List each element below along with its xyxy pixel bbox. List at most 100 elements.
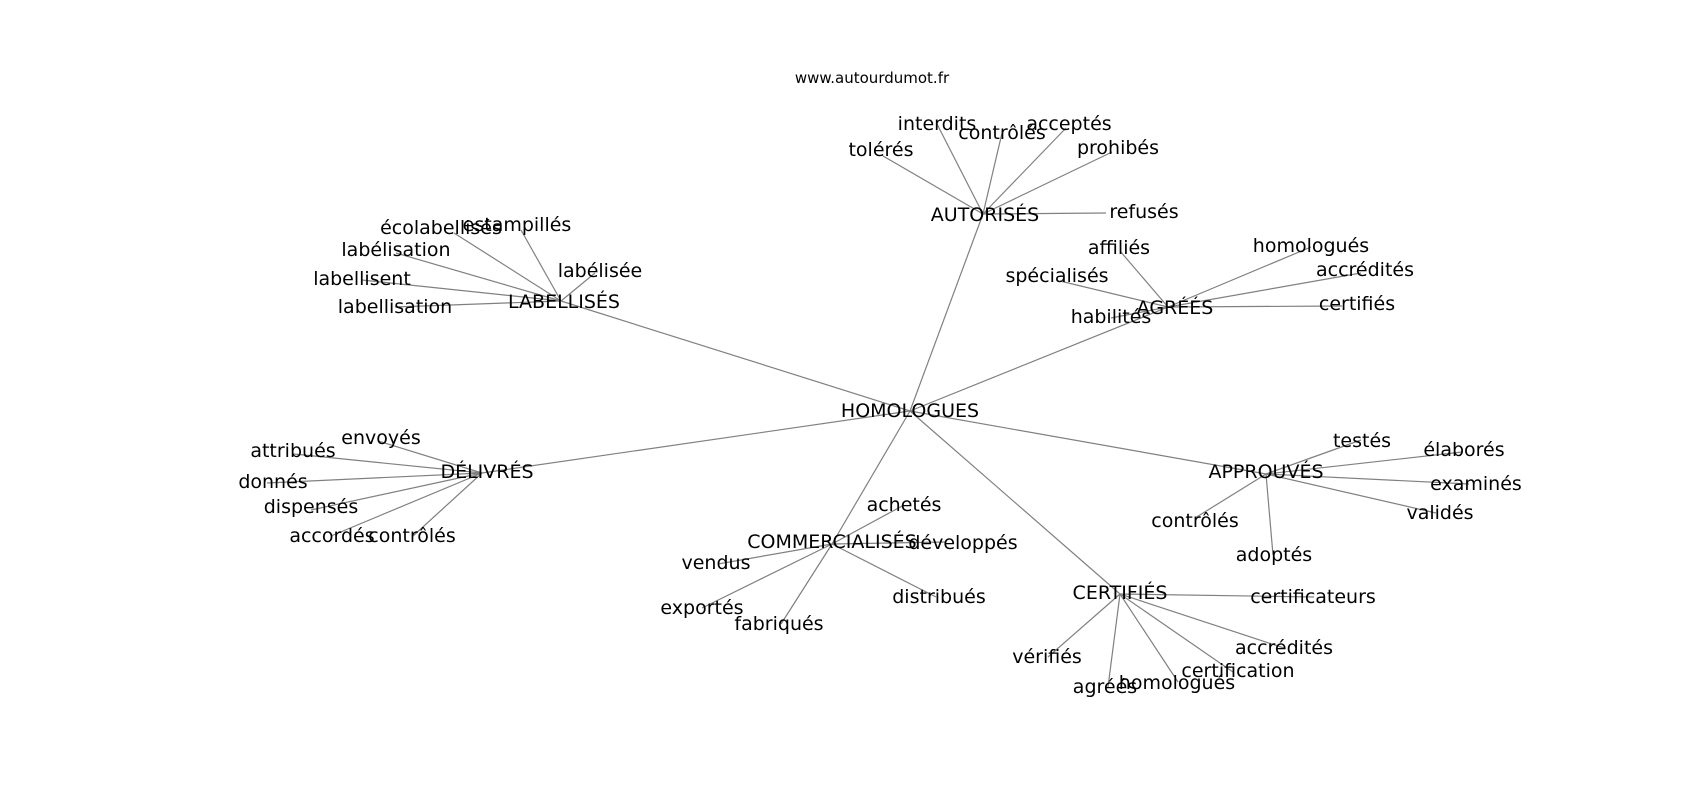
edge-agrees-leaf-1 (1167, 246, 1312, 308)
edge-labellises-leaf-1 (520, 229, 562, 302)
edge-certifies-leaf-5 (1047, 593, 1121, 658)
leaf-node[interactable]: attribués (250, 440, 335, 462)
leaf-node[interactable]: labellisent (313, 268, 411, 290)
edge-commercialises-leaf-4 (701, 543, 833, 609)
leaf-node[interactable]: estampillés (463, 214, 572, 236)
leaf-node[interactable]: labélisation (341, 239, 450, 261)
leaf-node[interactable]: agréés (1073, 676, 1137, 698)
edge-approuves-leaf-4 (1194, 473, 1267, 519)
leaf-node[interactable]: dispensés (264, 496, 359, 518)
edge-autorises-leaf-5 (982, 212, 1107, 215)
leaf-node[interactable]: homologués (1253, 235, 1369, 257)
leaf-node[interactable]: labellisation (338, 296, 452, 318)
leaf-node[interactable]: contrôlés (958, 122, 1045, 144)
edge-labellises-leaf-2 (395, 252, 562, 302)
leaf-node[interactable]: écolabellisés (380, 217, 502, 239)
edge-labellises-leaf-0 (453, 232, 562, 302)
edge-approuves-leaf-2 (1265, 473, 1470, 485)
leaf-node[interactable]: validés (1406, 502, 1473, 524)
edge-labellises-leaf-4 (361, 279, 562, 302)
edge-delivres-leaf-5 (412, 472, 483, 537)
leaf-node[interactable]: vendus (682, 552, 751, 574)
edge-delivres-leaf-2 (266, 472, 483, 484)
edge-autorises-leaf-1 (982, 132, 1003, 215)
leaf-node[interactable]: labélisée (558, 260, 643, 282)
center-node[interactable]: HOMOLOGUES (841, 400, 979, 422)
edge-delivres-leaf-0 (377, 440, 483, 474)
leaf-node[interactable]: distribués (892, 586, 985, 608)
edge-delivres-leaf-1 (293, 453, 483, 474)
leaf-node[interactable]: interdits (898, 113, 977, 135)
edge-labellises-leaf-3 (560, 272, 596, 302)
hub-node-certifies[interactable]: CERTIFIÉS (1073, 581, 1168, 604)
leaf-node[interactable]: tolérés (848, 139, 913, 161)
edge-commercialises-leaf-2 (717, 543, 833, 565)
edge-delivres-leaf-3 (310, 472, 483, 511)
leaf-node[interactable]: certifiés (1319, 293, 1395, 315)
hub-node-commercialises[interactable]: COMMERCIALISÉS (747, 530, 916, 553)
leaf-node[interactable]: habilités (1071, 306, 1152, 328)
edge-agrees-leaf-0 (1119, 250, 1169, 308)
leaf-node[interactable]: accordés (289, 525, 374, 547)
leaf-node[interactable]: certificateurs (1250, 586, 1376, 608)
leaf-node[interactable]: exportés (660, 597, 743, 619)
leaf-node[interactable]: examinés (1430, 473, 1522, 495)
hub-node-delivres[interactable]: DÉLIVRÉS (440, 460, 533, 483)
leaf-node[interactable]: vérifiés (1012, 646, 1082, 668)
edge-layer (266, 123, 1470, 688)
hub-node-approuves[interactable]: APPROUVÉS (1208, 460, 1323, 483)
leaf-node[interactable]: certification (1181, 660, 1294, 682)
edge-certifies-leaf-1 (1119, 593, 1285, 649)
leaf-node[interactable]: refusés (1109, 201, 1178, 223)
leaf-node[interactable]: acceptés (1026, 113, 1111, 135)
edge-certifies-leaf-3 (1119, 593, 1179, 683)
edge-certifies-leaf-2 (1119, 593, 1234, 673)
edge-commercialises-leaf-5 (780, 543, 833, 625)
leaf-node[interactable]: élaborés (1423, 439, 1504, 461)
edge-delivres-leaf-4 (330, 472, 483, 537)
edge-agrees-leaf-3 (1059, 280, 1169, 308)
edge-center-delivres (481, 410, 911, 474)
leaf-node[interactable]: affiliés (1088, 237, 1150, 259)
edge-labellises-leaf-5 (394, 300, 562, 308)
edge-center-approuves (909, 410, 1267, 475)
leaf-node[interactable]: accrédités (1235, 637, 1333, 659)
edge-commercialises-leaf-0 (831, 504, 905, 545)
edge-agrees-leaf-5 (1110, 306, 1169, 319)
edge-center-autorises (909, 213, 984, 412)
hub-node-autorises[interactable]: AUTORISÉS (931, 203, 1039, 226)
leaf-node[interactable]: homologués (1119, 672, 1235, 694)
edge-approuves-leaf-1 (1265, 451, 1463, 475)
leaf-node[interactable]: donnés (238, 471, 307, 493)
edge-center-commercialises (831, 410, 911, 545)
leaf-node[interactable]: achetés (867, 494, 942, 516)
edge-autorises-leaf-0 (936, 123, 984, 215)
hub-node-agrees[interactable]: AGRÉÉS (1137, 296, 1214, 319)
edge-commercialises-leaf-1 (831, 541, 946, 545)
edge-agrees-leaf-2 (1167, 272, 1362, 308)
leaf-node[interactable]: envoyés (341, 427, 420, 449)
edge-certifies-leaf-4 (1107, 593, 1121, 688)
edge-center-labellises (560, 300, 911, 412)
edge-center-agrees (909, 306, 1169, 412)
edge-certifies-leaf-0 (1119, 593, 1315, 598)
edge-autorises-leaf-3 (882, 155, 984, 215)
leaf-node[interactable]: testés (1333, 430, 1391, 452)
leaf-node[interactable]: adoptés (1236, 544, 1312, 566)
leaf-node[interactable]: prohibés (1077, 137, 1159, 159)
edge-approuves-leaf-3 (1265, 473, 1437, 514)
edge-approuves-leaf-0 (1265, 439, 1362, 475)
leaf-node[interactable]: contrôlés (368, 525, 455, 547)
source-credit: www.autourdumot.fr (795, 69, 950, 87)
leaf-node[interactable]: contrôlés (1151, 510, 1238, 532)
leaf-node[interactable]: spécialisés (1005, 265, 1108, 287)
leaf-node[interactable]: développés (908, 532, 1017, 554)
edge-agrees-leaf-4 (1167, 305, 1343, 308)
edge-autorises-leaf-2 (982, 127, 1067, 215)
hub-node-labellises[interactable]: LABELLISÉS (508, 290, 620, 313)
edge-center-certifies (909, 410, 1121, 595)
leaf-node[interactable]: accrédités (1316, 259, 1414, 281)
edge-approuves-leaf-5 (1265, 473, 1274, 556)
leaf-node[interactable]: fabriqués (734, 613, 823, 635)
